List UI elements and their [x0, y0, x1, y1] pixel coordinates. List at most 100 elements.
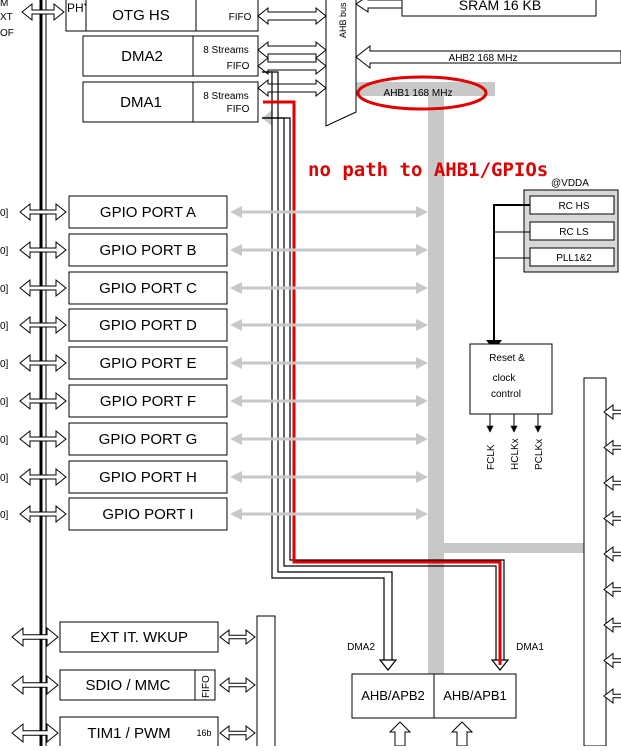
- gpio-left-arrow: [19, 278, 67, 298]
- sram-arrow: [355, 0, 403, 13]
- clock-output-label: PCLKx: [534, 439, 545, 470]
- clock-source-label: RC HS: [558, 201, 589, 212]
- tim1-left-arrow: [11, 722, 59, 744]
- gpio-edge-label: 0]: [0, 510, 9, 521]
- sram-label: SRAM 16 KB: [459, 0, 541, 13]
- dma2-line-label: DMA2: [347, 642, 375, 653]
- ahb2-label: AHB2 168 MHz: [449, 53, 518, 64]
- reset-clock-line1: Reset &: [489, 353, 525, 364]
- dma2-fifo-label: FIFO: [227, 61, 250, 72]
- ahb-apb2-bridge: [351, 673, 435, 719]
- bridge-bottom-arrows: [388, 721, 474, 747]
- gpio-left-arrow: [19, 504, 67, 524]
- right-column-arrows: [603, 403, 621, 705]
- gpio-ahb1-arrow: [230, 357, 428, 369]
- right-column-arrow: [603, 687, 621, 705]
- right-column-arrow: [603, 403, 621, 421]
- sdio-fifo-box: [194, 669, 216, 701]
- dma1-box: [82, 81, 194, 123]
- dma1-label: DMA1: [120, 94, 162, 111]
- ext-it-right-arrow: [219, 628, 256, 646]
- gpio-left-arrow: [19, 240, 67, 260]
- gpio-edge-label: 0]: [0, 246, 9, 257]
- apb2-bus-column: [256, 615, 276, 749]
- gpio-edge-label: 0]: [0, 284, 9, 295]
- gpio-port-box: [68, 422, 228, 456]
- ahb1-bus-top: [355, 82, 495, 96]
- clock-output-label: HCLKx: [510, 438, 521, 470]
- sdio-fifo-label: FIFO: [201, 675, 212, 698]
- gpio-port-box: [68, 460, 228, 494]
- dma2-box: [82, 35, 194, 77]
- gpio-port-box: [68, 384, 228, 418]
- reset-clock-line2: clock: [493, 373, 517, 384]
- otg-hs-label: OTG HS: [112, 7, 170, 24]
- otg-bus-arrow: [21, 2, 65, 22]
- gpio-left-arrow: [19, 353, 67, 373]
- gpio-ahb1-arrow: [230, 282, 428, 294]
- dma1-fifo-box: [192, 81, 259, 123]
- gpio-edge-label: 0]: [0, 321, 9, 332]
- ext-it-box: [59, 621, 219, 653]
- otg-fifo-label: FIFO: [229, 12, 252, 23]
- clock-source-label: PLL1&2: [556, 253, 592, 264]
- sdio-right-arrow: [219, 676, 256, 694]
- apb1-bridge-label: AHB/APB1: [443, 688, 507, 703]
- clock-source-label: RC LS: [559, 227, 589, 238]
- gpio-edge-label: 0]: [0, 473, 9, 484]
- gpio-port-label: GPIO PORT D: [99, 317, 197, 334]
- gpio-edge-label: 0]: [0, 359, 9, 370]
- sdio-label: SDIO / MMC: [86, 677, 171, 694]
- right-column-arrow: [603, 581, 621, 598]
- gpio-ahb1-arrow: [230, 319, 428, 331]
- gpio-ports: GPIO PORT A 0] GPIO PORT B 0] GPIO PORT C 0] G…: [0, 2, 428, 531]
- gpio-left-arrow: [19, 391, 67, 411]
- gpio-ahb1-arrow: [230, 206, 428, 218]
- gpio-ahb1-arrow: [230, 433, 428, 445]
- gpio-left-arrow: [19, 315, 67, 335]
- gpio-ahb1-arrow: [230, 508, 428, 520]
- left-edge-label: XT: [0, 12, 13, 23]
- sdio-box: [59, 669, 196, 701]
- gpio-port-label: GPIO PORT E: [100, 355, 197, 372]
- right-column-arrow: [603, 439, 621, 456]
- gpio-port-label: GPIO PORT B: [100, 242, 197, 259]
- dma1-red-path: [263, 100, 502, 665]
- right-column-arrow: [603, 616, 621, 634]
- tim1-bits-label: 16b: [196, 728, 211, 738]
- clock-feed-line: [493, 204, 530, 345]
- sdio-left-arrow: [11, 674, 59, 696]
- clock-sources: RC HS RC LS PLL1&2: [529, 195, 615, 267]
- gpio-port-label: GPIO PORT H: [99, 469, 197, 486]
- ext-it-label: EXT IT. WKUP: [90, 629, 188, 646]
- gpio-port-box: [68, 233, 228, 267]
- right-peripheral-column: [583, 377, 607, 747]
- dma1-line-label: DMA1: [516, 642, 544, 653]
- gpio-edge-label: 0]: [0, 208, 9, 219]
- gpio-port-label: GPIO PORT A: [100, 204, 196, 221]
- dma2-label: DMA2: [121, 48, 163, 65]
- tim1-label: TIM1 / PWM: [87, 725, 170, 742]
- gpio-left-arrow: [19, 467, 67, 487]
- dma2-streams-label: 8 Streams: [203, 45, 249, 56]
- clock-source-box: [529, 247, 615, 267]
- gpio-port-label: GPIO PORT F: [100, 393, 196, 410]
- ahb-bus-label: AHB bus: [338, 2, 348, 38]
- gpio-port-box: [68, 271, 228, 305]
- ahb-apb1-bridge: [433, 673, 517, 719]
- right-column-arrow: [603, 474, 621, 492]
- left-edge-label: M: [0, 0, 8, 9]
- right-column-arrow: [603, 510, 621, 527]
- gpio-ahb1-arrow: [230, 244, 428, 256]
- gpio-ahb1-arrow: [230, 395, 428, 407]
- gpio-port-label: GPIO PORT C: [99, 280, 197, 297]
- gpio-edge-label: 0]: [0, 435, 9, 446]
- gpio-port-box: [68, 497, 228, 531]
- ext-it-left-arrow: [11, 626, 59, 648]
- gpio-port-box: [68, 346, 228, 380]
- reset-clock-line3: control: [491, 389, 521, 400]
- clock-output-label: FCLK: [486, 444, 497, 470]
- dma1-fifo-label: FIFO: [227, 104, 250, 115]
